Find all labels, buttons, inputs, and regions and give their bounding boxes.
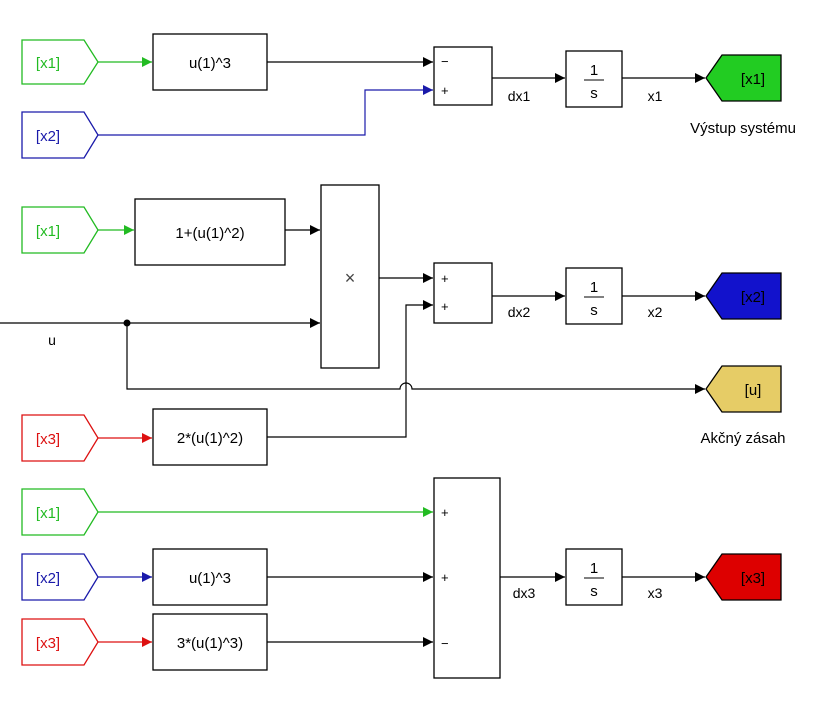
sum-sign: − — [441, 54, 449, 69]
signal-line — [126, 323, 705, 394]
sum-block-3[interactable]: + + − — [433, 477, 501, 679]
goto-tag-label: [x1] — [741, 71, 765, 88]
caption-control-action: Akčný zásah — [700, 430, 785, 447]
fcn-expression: u(1)^3 — [189, 570, 231, 587]
integrator-1[interactable]: 1 s — [565, 50, 623, 108]
integrator-denominator: s — [590, 85, 598, 102]
fcn-block-cube-row3[interactable]: u(1)^3 — [152, 548, 268, 606]
fcn-block-three-cube[interactable]: 3*(u(1)^3) — [152, 613, 268, 671]
sum-sign: + — [441, 271, 449, 286]
signal-label-u: u — [48, 332, 56, 348]
signal-label-x2: x2 — [648, 304, 663, 320]
from-tag-x1-row1[interactable]: [x1] — [21, 39, 99, 85]
fcn-block-one-plus-square[interactable]: 1+(u(1)^2) — [134, 198, 286, 266]
from-tag-label: [x1] — [36, 223, 60, 240]
goto-tag-label: [x2] — [741, 289, 765, 306]
from-tag-x3-row3[interactable]: [x3] — [21, 618, 99, 666]
integrator-numerator: 1 — [590, 62, 598, 79]
sum-sign: + — [441, 83, 449, 98]
signal-label-dx1: dx1 — [508, 88, 531, 104]
from-tag-label: [x2] — [36, 570, 60, 587]
sum-sign: − — [441, 636, 449, 651]
integrator-denominator: s — [590, 302, 598, 319]
caption-system-output: Výstup systému — [690, 120, 796, 137]
fcn-expression: u(1)^3 — [189, 55, 231, 72]
from-tag-x2-row3[interactable]: [x2] — [21, 553, 99, 601]
fcn-expression: 1+(u(1)^2) — [175, 225, 244, 242]
from-tag-label: [x1] — [36, 55, 60, 72]
from-tag-x2-row1[interactable]: [x2] — [21, 111, 99, 159]
goto-tag-x3[interactable]: [x3] — [705, 553, 782, 601]
signal-line — [267, 300, 433, 438]
signal-label-dx2: dx2 — [508, 304, 531, 320]
integrator-numerator: 1 — [590, 560, 598, 577]
from-tag-label: [x3] — [36, 431, 60, 448]
sum-sign: + — [441, 299, 449, 314]
from-tag-label: [x1] — [36, 505, 60, 522]
signal-label-dx3: dx3 — [513, 585, 536, 601]
integrator-3[interactable]: 1 s — [565, 548, 623, 606]
goto-tag-label: [u] — [745, 382, 762, 399]
sum-sign: + — [441, 570, 449, 585]
from-tag-label: [x2] — [36, 128, 60, 145]
from-tag-x1-row2[interactable]: [x1] — [21, 206, 99, 254]
goto-tag-x2[interactable]: [x2] — [705, 272, 782, 320]
goto-tag-u[interactable]: [u] — [705, 365, 782, 413]
sum-block-1[interactable]: − + — [433, 46, 493, 106]
fcn-expression: 3*(u(1)^3) — [177, 635, 243, 652]
sum-sign: + — [441, 505, 449, 520]
signal-label-x1: x1 — [648, 88, 663, 104]
from-tag-x3-row2[interactable]: [x3] — [21, 414, 99, 462]
from-tag-x1-row3[interactable]: [x1] — [21, 488, 99, 536]
product-symbol: × — [345, 268, 356, 288]
goto-tag-x1[interactable]: [x1] — [705, 54, 782, 102]
fcn-block-two-square[interactable]: 2*(u(1)^2) — [152, 408, 268, 466]
fcn-expression: 2*(u(1)^2) — [177, 430, 243, 447]
fcn-block-cube-row1[interactable]: u(1)^3 — [152, 33, 268, 91]
branch-point — [123, 319, 131, 327]
integrator-2[interactable]: 1 s — [565, 267, 623, 325]
integrator-numerator: 1 — [590, 279, 598, 296]
signal-label-x3: x3 — [648, 585, 663, 601]
sum-block-2[interactable]: + + — [433, 262, 493, 324]
goto-tag-label: [x3] — [741, 570, 765, 587]
integrator-denominator: s — [590, 583, 598, 600]
from-tag-label: [x3] — [36, 635, 60, 652]
signal-line — [98, 85, 433, 136]
product-block[interactable]: × — [320, 184, 380, 369]
